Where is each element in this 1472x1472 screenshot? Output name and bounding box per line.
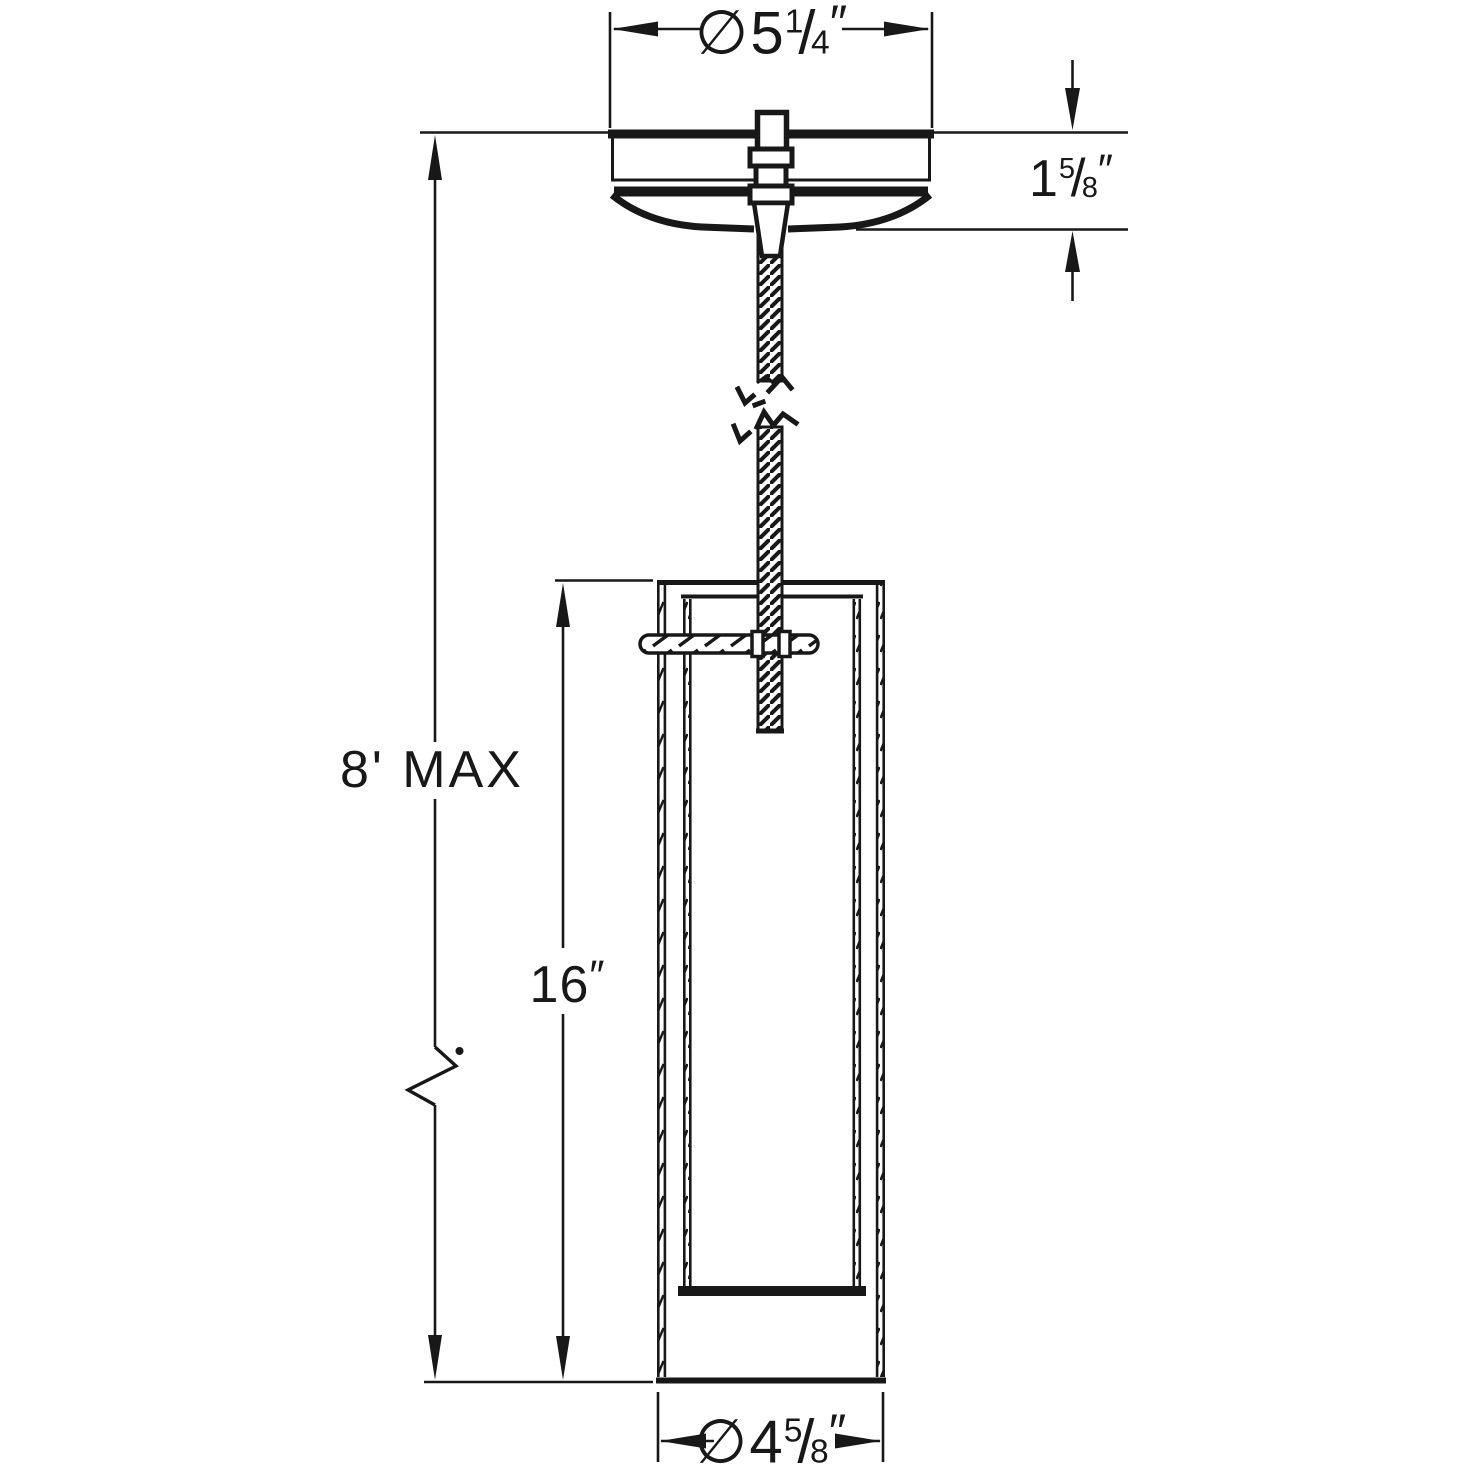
shade-outer-wall-left-hatch <box>657 585 666 1377</box>
arrowhead-down <box>1065 88 1080 130</box>
canopy-height-frac-num: 5 <box>1058 152 1076 185</box>
canopy-diameter-frac-num: 1 <box>784 3 804 41</box>
dim-shade-height <box>555 579 653 1380</box>
inch-mark: ″ <box>1097 146 1113 195</box>
support-rod <box>638 629 820 659</box>
diameter-symbol: ∅ <box>694 0 750 67</box>
canopy-height-whole: 1 <box>1029 149 1059 208</box>
gripper-neck <box>753 163 789 189</box>
break-caret-right-2 <box>767 410 800 432</box>
break-peak-2 <box>753 407 775 431</box>
dim-shade-diameter <box>656 1392 885 1462</box>
break-symbol <box>730 373 800 446</box>
suspension-max-text: 8' MAX <box>340 741 524 799</box>
zigzag-dot <box>455 1047 464 1055</box>
dim-canopy-height <box>1065 60 1080 301</box>
break-tick-left-1 <box>734 385 757 408</box>
arrowhead-up <box>1065 231 1080 272</box>
shade-inner-wall-left-hatch <box>683 599 691 1286</box>
inch-mark: ″ <box>828 1404 847 1460</box>
cable-clamp-right <box>777 629 792 659</box>
inch-mark: ″ <box>589 952 605 1001</box>
fraction-slash: / <box>1070 148 1086 208</box>
shade-inner-diffuser <box>678 594 866 1296</box>
dim-suspension-max <box>404 135 653 1384</box>
gripper-flange-lower <box>747 183 795 206</box>
shade-diameter-frac-den: 8 <box>810 1433 829 1471</box>
arrowhead-right <box>884 21 930 37</box>
shade-inner-wall-right-hatch <box>853 599 861 1286</box>
break-tick-left-2 <box>730 422 753 446</box>
suspension-max-label: 8' MAX <box>340 744 524 796</box>
canopy-diameter-whole: 5 <box>750 0 785 67</box>
arrowhead-left <box>660 1433 706 1449</box>
canopy-height-label: 15/8″ <box>1029 149 1113 205</box>
break-dash-1 <box>751 398 767 409</box>
break-caret-right-1 <box>765 373 795 395</box>
shade-outer-cylinder <box>656 580 886 1384</box>
canopy-height-frac-den: 8 <box>1081 171 1098 204</box>
canopy-skirt-right <box>787 192 933 233</box>
canopy-diameter-label: ∅51/4″ <box>695 0 847 63</box>
cable-clamp-left <box>750 629 765 659</box>
gripper-flange-upper <box>747 146 795 169</box>
fraction-slash: / <box>798 0 816 67</box>
shade-outer-wall-right-hatch <box>876 585 885 1377</box>
shade-height-label: 16″ <box>530 955 605 1011</box>
canopy-skirt-left <box>609 192 755 233</box>
diameter-symbol: ∅ <box>693 1407 749 1472</box>
dim-canopy-diameter <box>608 12 934 128</box>
inch-mark: ″ <box>829 0 848 51</box>
fraction-slash: / <box>797 1407 815 1472</box>
arrowhead-right <box>835 1433 881 1449</box>
shade-height-value: 16 <box>529 955 590 1014</box>
arrowhead-up <box>556 583 570 627</box>
canopy-diameter-frac-den: 4 <box>811 24 830 62</box>
arrowhead-down <box>428 1335 442 1380</box>
shade-diameter-label: ∅45/8″ <box>693 1404 847 1472</box>
shade-diameter-frac-num: 5 <box>783 1412 803 1450</box>
cable-gripper-stem <box>747 109 795 206</box>
support-rod-body <box>638 633 820 655</box>
strain-relief-cone <box>751 200 791 259</box>
suspension-cable-lower <box>756 425 784 734</box>
arrowhead-left <box>612 21 658 37</box>
shade-diameter-whole: 4 <box>749 1408 784 1472</box>
arrowhead-down <box>556 1336 570 1380</box>
arrowhead-up <box>428 135 442 180</box>
line-break-zigzag <box>404 1045 459 1107</box>
